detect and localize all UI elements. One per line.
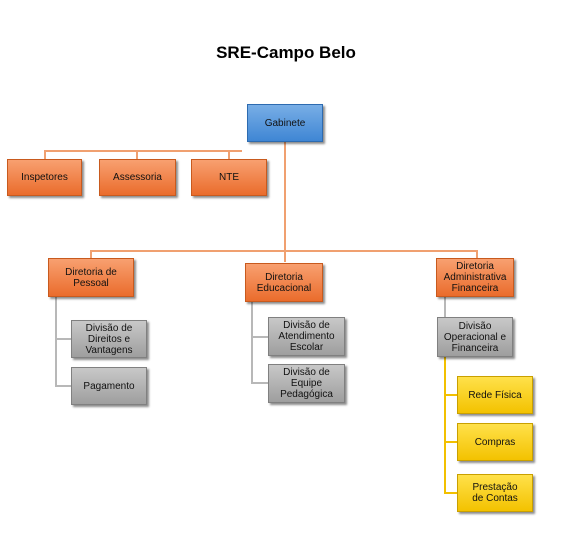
connector — [228, 150, 230, 160]
node-compras: Compras — [457, 423, 533, 461]
connector — [55, 385, 72, 387]
connector — [444, 492, 457, 494]
node-divisao-equipe-pedagogica: Divisão de Equipe Pedagógica — [268, 364, 345, 403]
node-gabinete: Gabinete — [247, 104, 323, 142]
connector — [44, 150, 242, 152]
connector — [90, 250, 92, 260]
node-prestacao-contas: Prestação de Contas — [457, 474, 533, 512]
node-diretoria-educacional: Diretoria Educacional — [245, 263, 323, 302]
node-rede-fisica: Rede Física — [457, 376, 533, 414]
node-pagamento: Pagamento — [71, 367, 147, 405]
connector — [251, 336, 268, 338]
connector — [284, 141, 286, 262]
connector — [444, 297, 446, 317]
connector — [90, 250, 477, 252]
connector — [44, 150, 46, 160]
node-diretoria-administrativa: Diretoria Administrativa Financeira — [436, 258, 514, 297]
connector — [476, 250, 478, 260]
connector — [251, 382, 268, 384]
node-nte: NTE — [191, 159, 267, 196]
connector — [444, 441, 457, 443]
connector — [136, 150, 138, 160]
connector — [55, 297, 57, 386]
node-diretoria-pessoal: Diretoria de Pessoal — [48, 258, 134, 297]
node-divisao-atendimento-escolar: Divisão de Atendimento Escolar — [268, 317, 345, 356]
node-inspetores: Inspetores — [7, 159, 82, 196]
node-assessoria: Assessoria — [99, 159, 176, 196]
connector — [444, 394, 457, 396]
chart-title: SRE-Campo Belo — [216, 43, 356, 62]
node-divisao-operacional-financeira: Divisão Operacional e Financeira — [437, 317, 513, 357]
connector — [55, 338, 72, 340]
connector — [444, 357, 446, 494]
connector — [251, 297, 253, 383]
node-divisao-direitos-vantagens: Divisão de Direitos e Vantagens — [71, 320, 147, 358]
